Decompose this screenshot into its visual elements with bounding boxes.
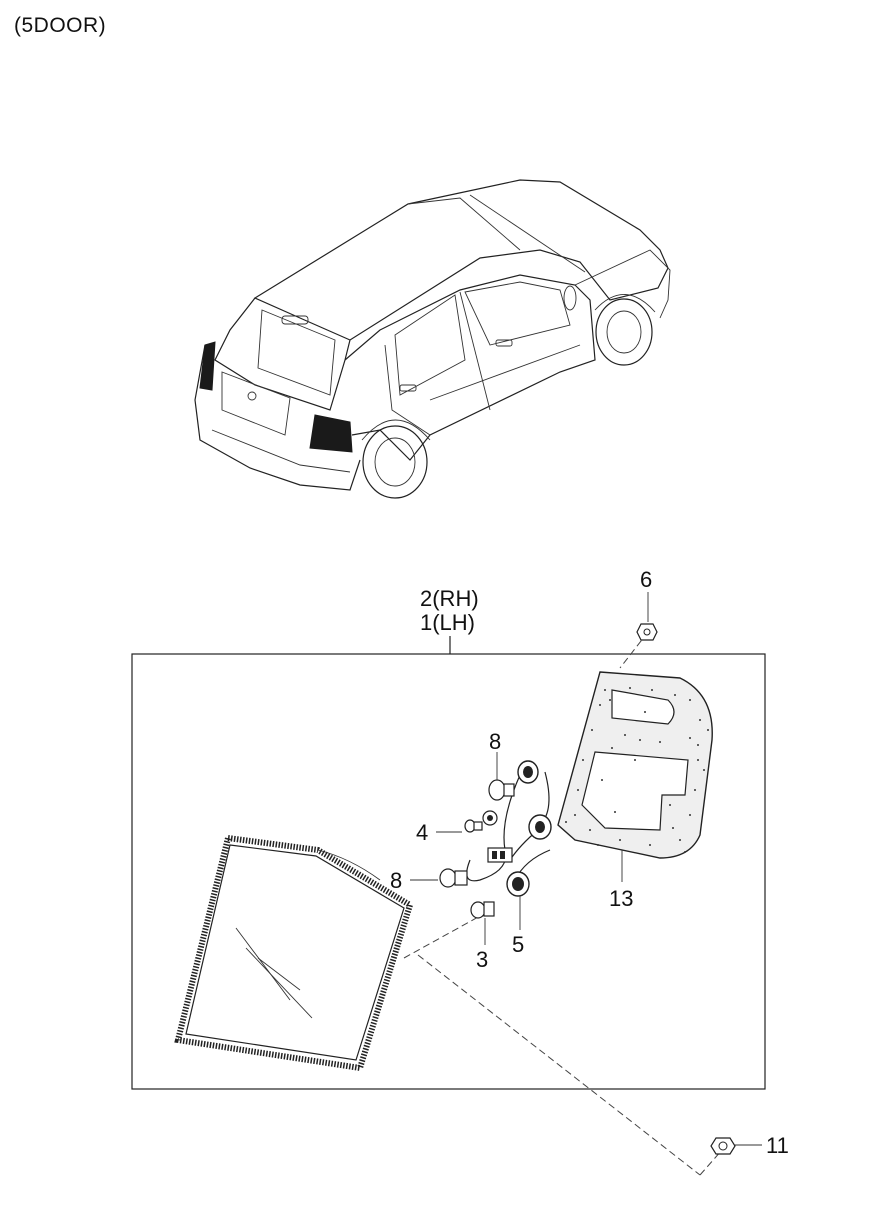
callout-nut-6: 6 xyxy=(640,567,652,592)
variant-label: (5DOOR) xyxy=(14,14,107,37)
nut-11 xyxy=(710,1137,736,1155)
callout-socket-5: 5 xyxy=(512,932,524,957)
assembly-frame xyxy=(131,653,766,1090)
nut-6 xyxy=(636,623,658,641)
lamp-lens xyxy=(174,834,414,1072)
callout-bulb-4: 4 xyxy=(416,820,428,845)
bulb-8-top xyxy=(488,779,515,801)
callout-gasket-13: 13 xyxy=(609,886,633,911)
socket-mid xyxy=(528,814,552,840)
bulb-3 xyxy=(470,901,495,919)
callout-bulb-3: 3 xyxy=(476,947,488,972)
callout-bulb-8-top: 8 xyxy=(489,729,501,754)
bulb-8-bottom xyxy=(439,868,468,888)
socket-5 xyxy=(506,871,530,897)
gasket xyxy=(557,671,713,859)
callout-nut-11: 11 xyxy=(766,1133,789,1158)
vehicle-illustration xyxy=(194,179,671,499)
assembly-label-rh: 2(RH) xyxy=(420,586,479,611)
wiring-harness xyxy=(466,760,552,897)
bulb-4 xyxy=(464,819,483,833)
assembly-label-lh: 1(LH) xyxy=(420,610,475,635)
callout-bulb-8-bottom: 8 xyxy=(390,868,402,893)
socket-4 xyxy=(482,810,498,826)
socket-top xyxy=(517,760,539,784)
